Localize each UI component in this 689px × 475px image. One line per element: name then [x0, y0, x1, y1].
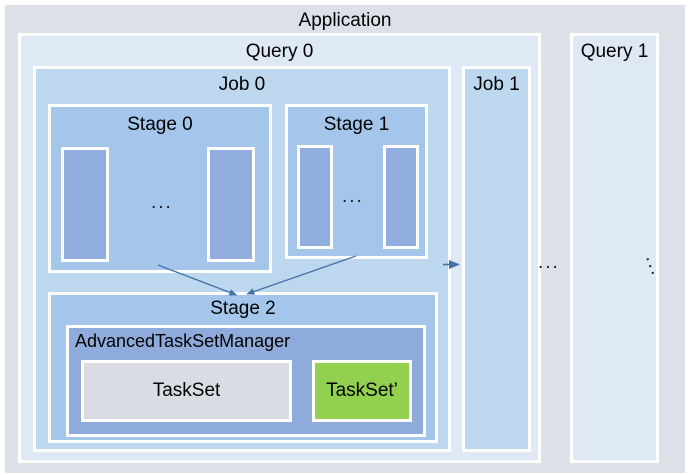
query-1-container: Query 1	[570, 33, 659, 463]
stage-1-container: Stage 1 ...	[285, 104, 428, 259]
stage-1-label: Stage 1	[323, 114, 390, 135]
query-1-label: Query 1	[580, 41, 649, 62]
application-label: Application	[298, 10, 392, 31]
taskset-prime-box: TaskSet’	[312, 360, 412, 422]
job-1-label: Job 1	[473, 74, 520, 95]
stage-0-ellipsis: ...	[151, 192, 173, 213]
job-1-container: Job 1	[462, 66, 531, 452]
stage-1-ellipsis: ...	[342, 186, 364, 207]
stage-0-task-first	[61, 147, 109, 262]
stage-1-task-last	[383, 145, 419, 249]
job-0-label: Job 0	[218, 74, 266, 95]
advanced-task-set-manager-label: AdvancedTaskSetManager	[75, 331, 291, 351]
stage-0-label: Stage 0	[127, 114, 193, 135]
stage-0-container: Stage 0 ...	[48, 104, 272, 273]
stage-2-label: Stage 2	[210, 298, 276, 319]
stage-2-container: Stage 2 AdvancedTaskSetManager TaskSet T…	[48, 292, 438, 443]
stage-1-task-first	[297, 145, 333, 249]
stage-0-task-last	[207, 147, 255, 262]
taskset-box: TaskSet	[81, 360, 292, 422]
query-0-label: Query 0	[245, 41, 314, 62]
advanced-task-set-manager-container: AdvancedTaskSetManager TaskSet TaskSet’	[66, 325, 426, 437]
